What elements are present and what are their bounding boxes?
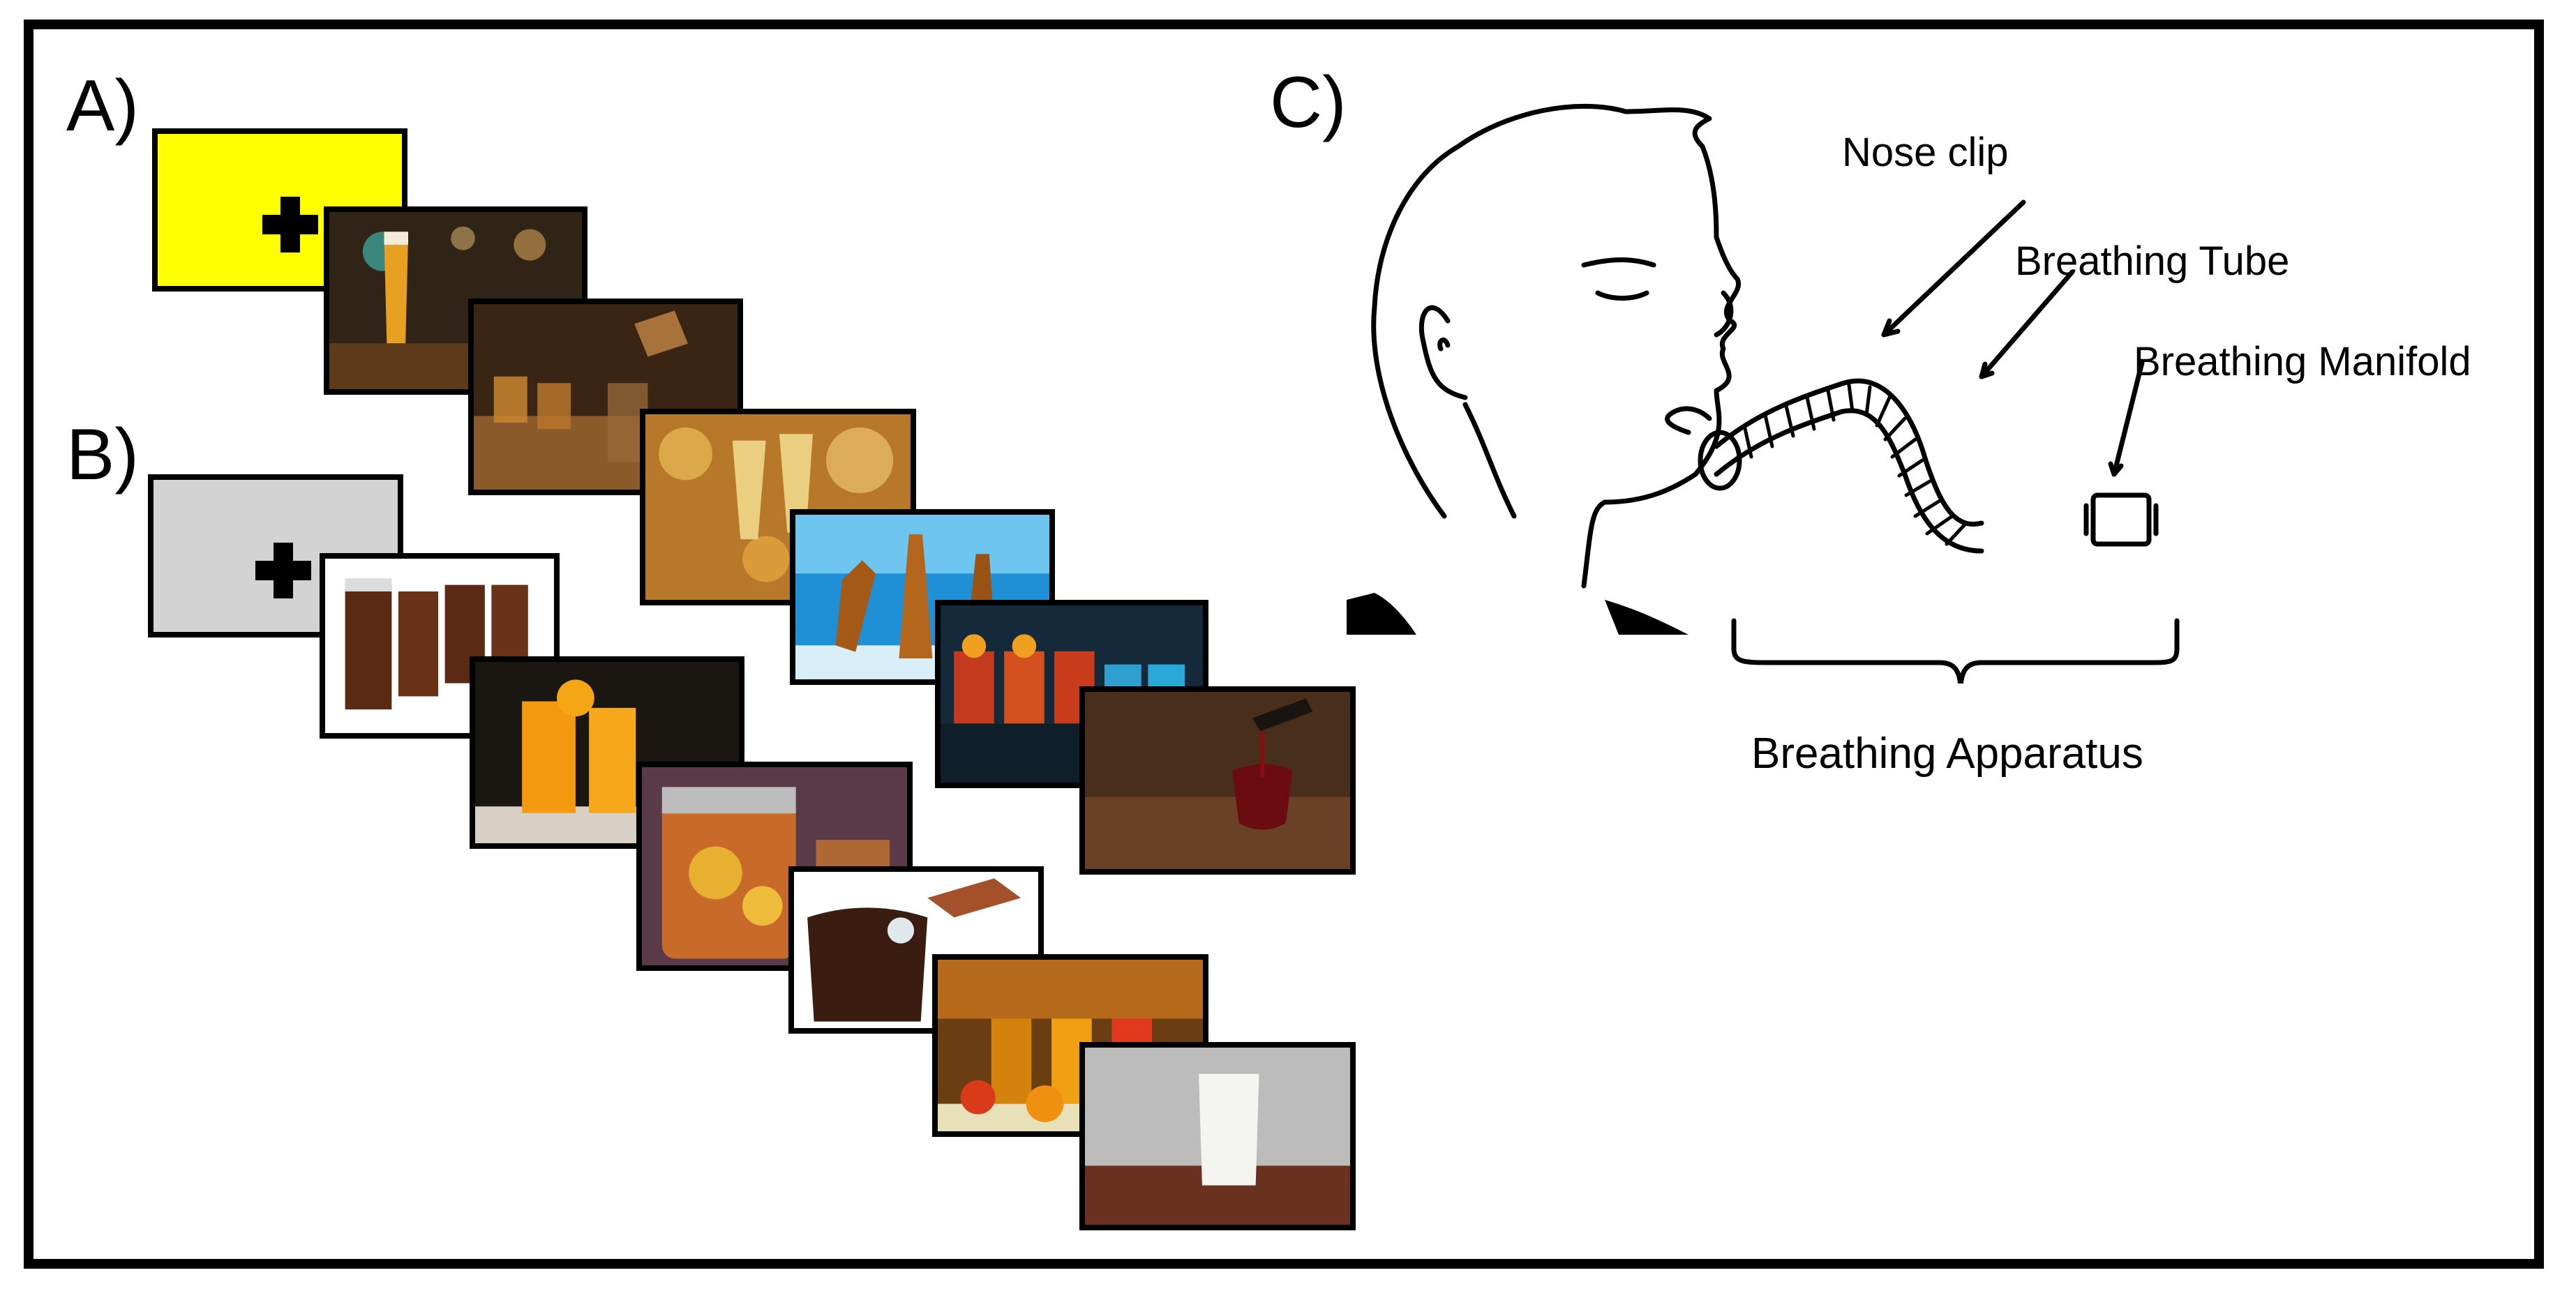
- breathing-setup-illustration: [1347, 103, 2180, 684]
- fixation-cross-icon: [255, 543, 311, 598]
- breathing-manifold: [2090, 492, 2152, 547]
- breathing-tube: [1714, 378, 1984, 527]
- label-breathing-apparatus: Breathing Apparatus: [1751, 730, 2143, 778]
- label-breathing-manifold: Breathing Manifold: [2134, 339, 2471, 384]
- label-breathing-tube: Breathing Tube: [2015, 239, 2290, 284]
- panel-label-c: C): [1270, 62, 1347, 143]
- drink-image-iced-tea-pour: [788, 866, 1044, 1034]
- label-nose-clip: Nose clip: [1842, 130, 2009, 175]
- panel-label-b: B): [66, 414, 139, 495]
- head-outline: [1371, 103, 1719, 519]
- drink-image-milk: [1079, 1042, 1356, 1230]
- drink-image-red-wine: [1079, 686, 1356, 875]
- ear-outline: [1418, 305, 1468, 400]
- apparatus-brace: [1731, 618, 2180, 684]
- fixation-cross-icon: [262, 197, 318, 252]
- face-profile: [1581, 234, 1742, 589]
- panel-label-a: A): [66, 66, 139, 146]
